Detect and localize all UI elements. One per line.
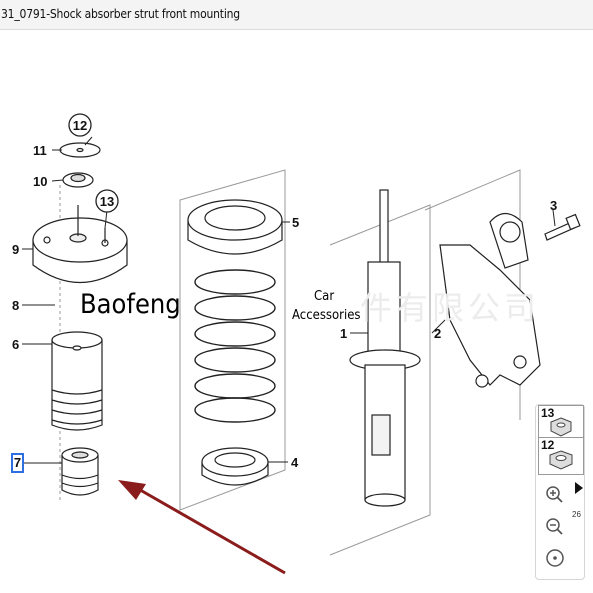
- zoom-in-icon: [546, 486, 563, 503]
- nut-icon: [550, 417, 572, 437]
- callout-8: 8: [12, 298, 19, 313]
- page-indicator: 26: [572, 510, 581, 519]
- callout-6: 6: [12, 337, 19, 352]
- zoom-in-button[interactable]: [543, 483, 567, 507]
- next-arrow-icon[interactable]: [573, 479, 585, 497]
- leader-lines: [22, 136, 556, 464]
- zoom-out-icon: [546, 518, 563, 535]
- watermark-brand: Baofeng: [80, 289, 181, 320]
- diagram-title: 31_0791-Shock absorber strut front mount…: [1, 7, 240, 21]
- thumbnail-12-label: 12: [541, 438, 555, 452]
- part-1-shock-absorber: [349, 189, 421, 507]
- callout-12: 12: [73, 118, 87, 133]
- reset-view-button[interactable]: [543, 546, 567, 570]
- reset-view-icon: [546, 549, 564, 567]
- watermark-car: Car: [314, 289, 335, 304]
- callout-circles: [68, 113, 119, 213]
- part-3-bolt: [544, 213, 581, 241]
- coil-spring: [194, 269, 276, 423]
- selected-callout-7[interactable]: 7: [11, 453, 24, 473]
- pointer-arrow: [118, 480, 286, 575]
- watermark-accessories: Accessories: [292, 308, 361, 323]
- callout-4: 4: [291, 455, 299, 470]
- callout-2: 2: [434, 326, 441, 341]
- washer-icon: [549, 450, 573, 470]
- title-bar: 31_0791-Shock absorber strut front mount…: [0, 0, 593, 30]
- part-10-nut: [62, 172, 94, 188]
- panel-outlines: [59, 169, 521, 556]
- callout-13: 13: [100, 194, 114, 209]
- part-2-steering-knuckle: [439, 212, 541, 388]
- watermark-chinese: 件有限公司: [360, 289, 541, 327]
- callout-1: 1: [340, 326, 347, 341]
- callout-10: 10: [33, 174, 47, 189]
- callout-11: 11: [33, 143, 47, 158]
- part-6-dust-boot: [51, 331, 103, 431]
- callout-3: 3: [550, 198, 557, 213]
- thumbnail-13-label: 13: [541, 406, 555, 420]
- thumbnail-part-12[interactable]: 12: [538, 437, 584, 475]
- part-7-stop-buffer: [61, 447, 99, 496]
- part-9-strut-mount: [32, 205, 128, 283]
- callout-5: 5: [292, 215, 299, 230]
- part-12-washer: [59, 142, 101, 158]
- thumbnail-part-13[interactable]: 13: [538, 405, 584, 443]
- part-5-spring-pad: [187, 199, 283, 255]
- zoom-out-button[interactable]: [543, 515, 567, 539]
- exploded-diagram: 12 13 11 10 9 8 6 5 4 1 2 3: [12, 113, 581, 575]
- side-panel: 13 12: [535, 404, 585, 580]
- callout-9: 9: [12, 242, 19, 257]
- part-4-lower-spring-pad: [201, 447, 269, 486]
